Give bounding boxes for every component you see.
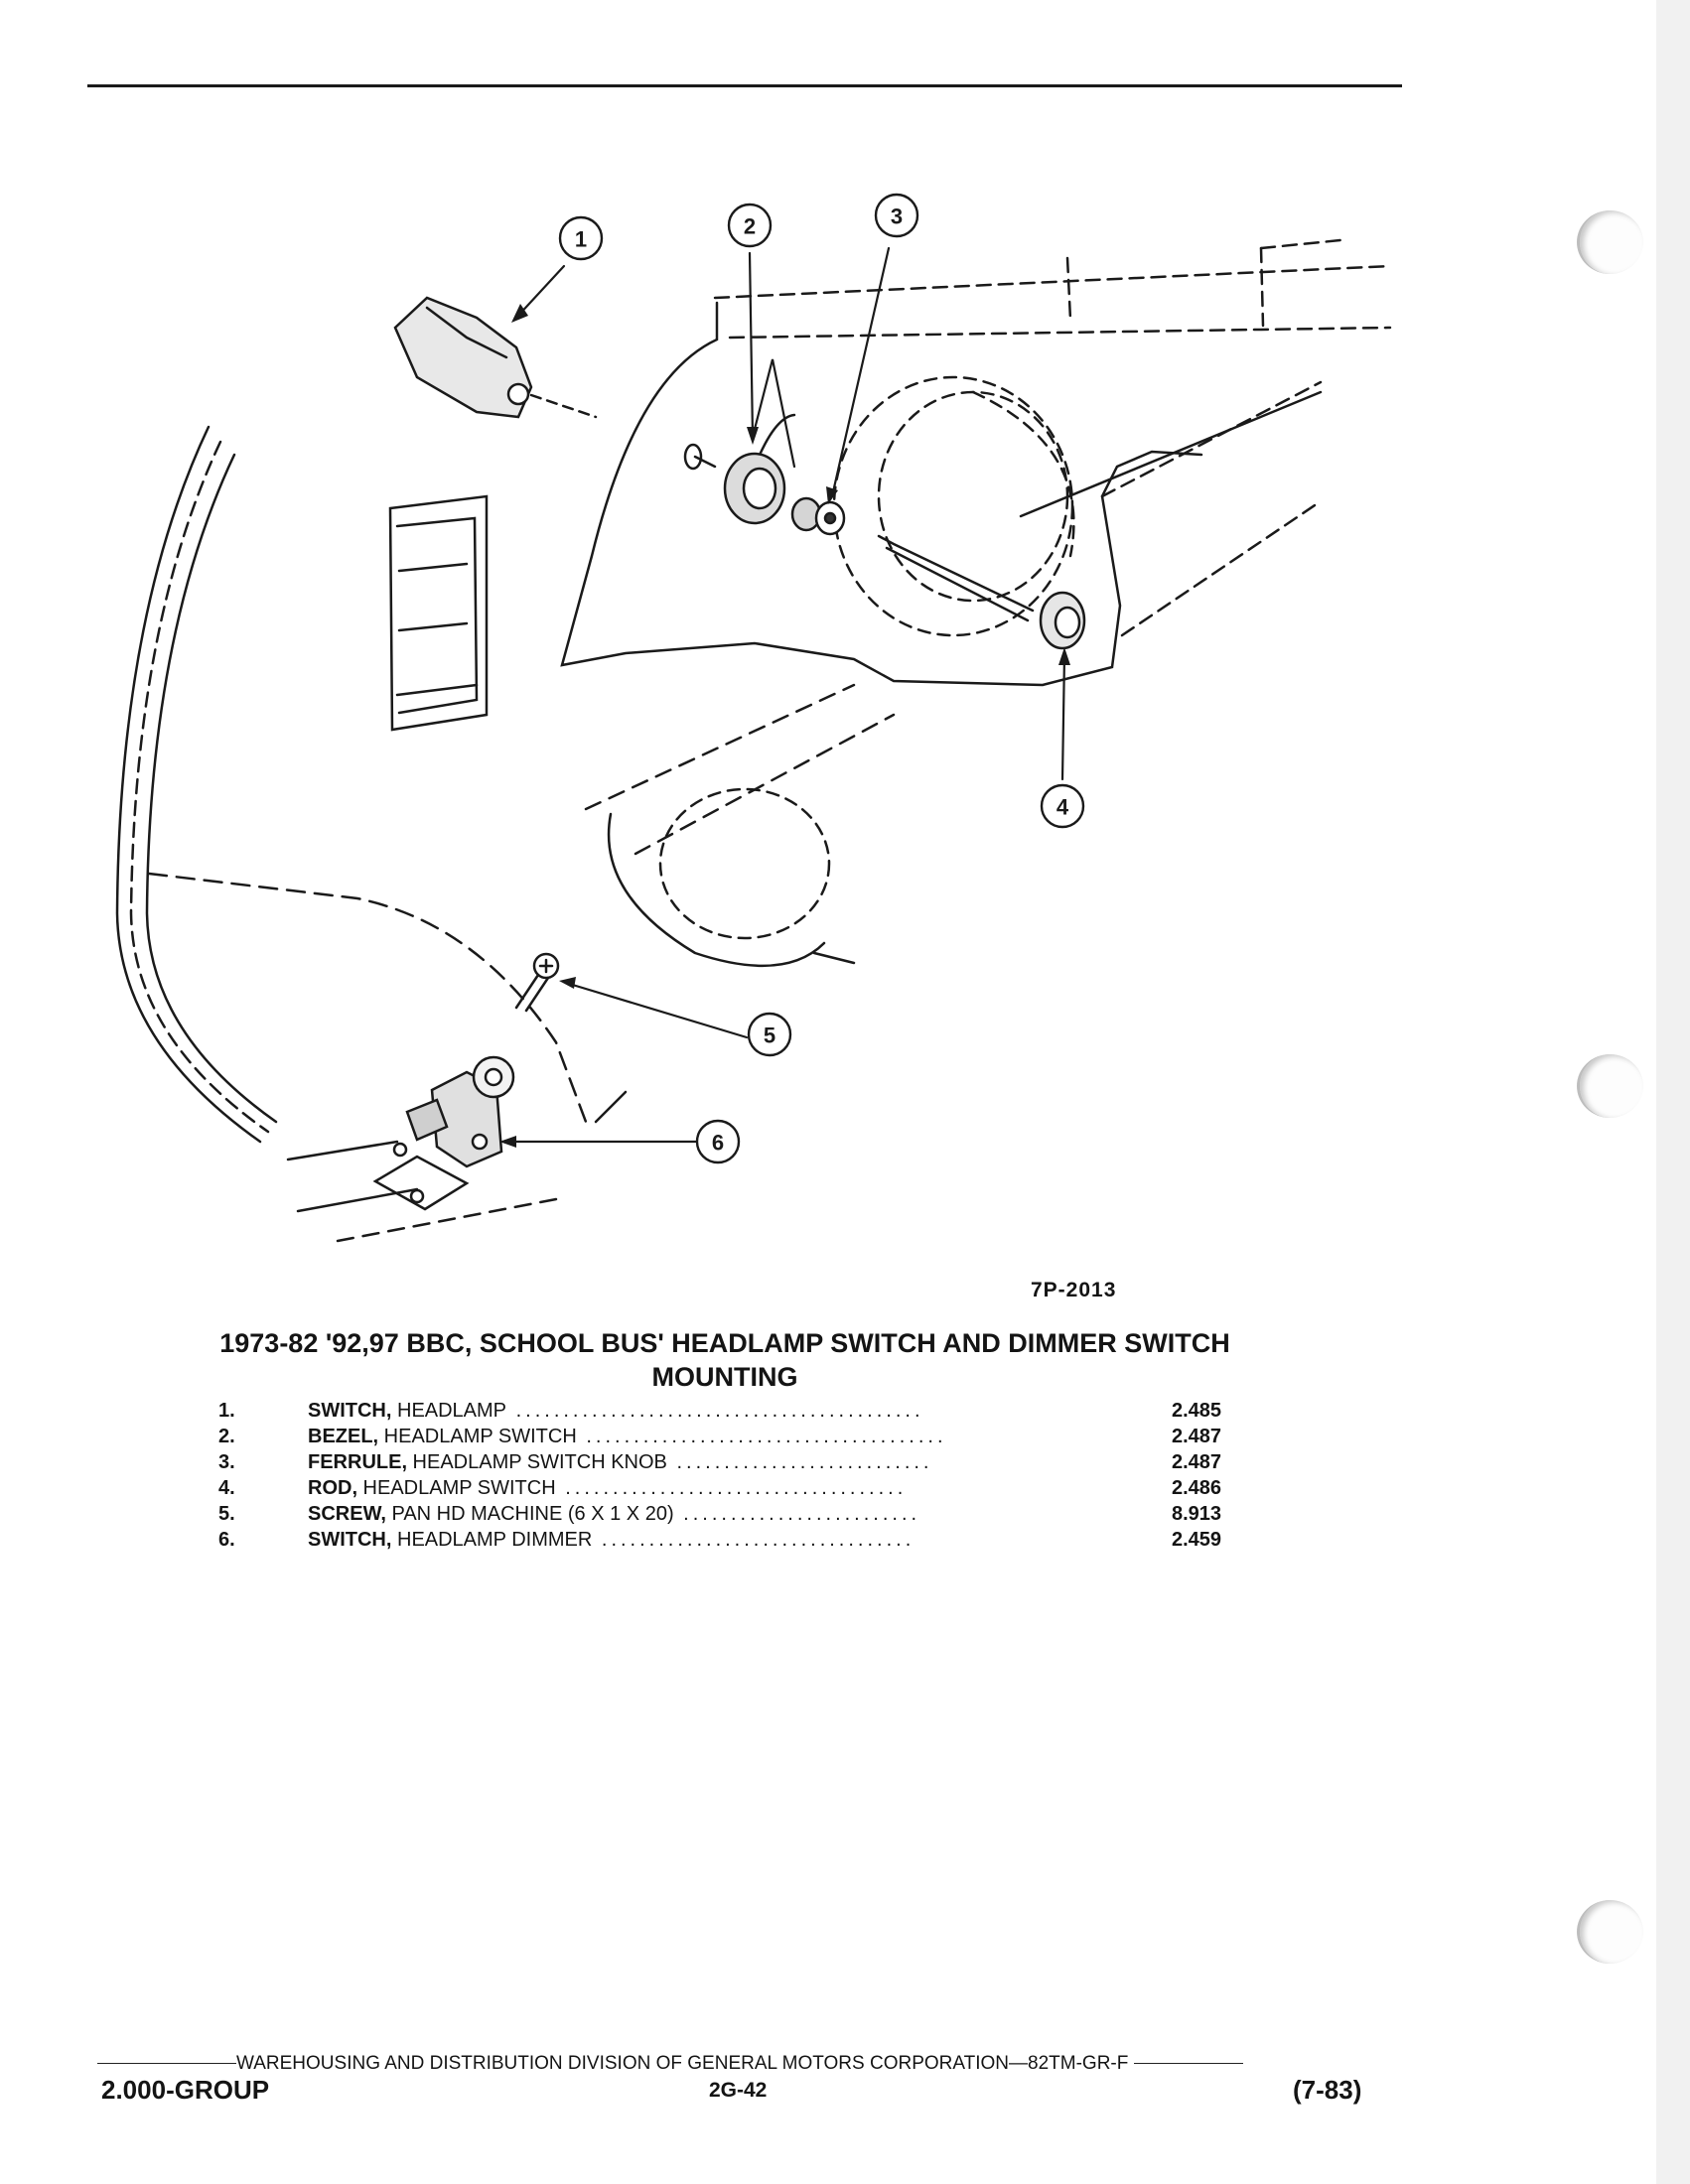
part-number: 5. (218, 1503, 235, 1525)
callout-4-circle (1040, 783, 1085, 829)
part-name: FERRULE, (308, 1451, 407, 1473)
top-rule (87, 84, 1402, 87)
part-detail: PAN HD MACHINE (6 X 1 X 20) (385, 1503, 674, 1525)
part-description: BEZEL, HEADLAMP SWITCH .................… (308, 1426, 1192, 1448)
leader-dots: ........................... (666, 1451, 933, 1473)
part-detail: HEADLAMP SWITCH (378, 1426, 577, 1447)
page-number: 2G-42 (709, 2079, 768, 2102)
part-number: 4. (218, 1477, 235, 1499)
parts-list-row: 6. SWITCH, HEADLAMP DIMMER .............… (216, 1529, 1249, 1555)
callout-5-label: 5 (764, 1024, 775, 1048)
part-description: SWITCH, HEADLAMP .......................… (308, 1400, 1192, 1423)
leader-lines (504, 246, 1066, 1144)
callout-6-label: 6 (712, 1131, 724, 1156)
part-name: SWITCH, (308, 1529, 392, 1551)
page-edge-shadow (1656, 0, 1690, 2184)
leader-arrowheads (499, 304, 1070, 1148)
part-group-number: 8.913 (1172, 1503, 1222, 1525)
dimmer-switch-part (372, 1055, 515, 1211)
part-description: ROD, HEADLAMP SWITCH ...................… (308, 1477, 1192, 1500)
callout-3-label: 3 (891, 205, 903, 229)
part-group-number: 2.486 (1172, 1477, 1222, 1499)
parts-list-row: 2. BEZEL, HEADLAMP SWITCH ..............… (216, 1426, 1249, 1451)
parts-list: 1. SWITCH, HEADLAMP ....................… (216, 1400, 1249, 1555)
exploded-view-illustration: 1 2 3 4 5 6 (115, 193, 1392, 1243)
footer-rule-right (1133, 2063, 1243, 2065)
ferrule-part (790, 496, 846, 536)
instrument-panel (560, 301, 1323, 687)
callout-1-label: 1 (575, 227, 587, 252)
part-detail: HEADLAMP SWITCH (357, 1477, 556, 1499)
leader-dots: ................................. (592, 1529, 915, 1551)
parts-list-row: 5. SCREW, PAN HD MACHINE (6 X 1 X 20) ..… (216, 1503, 1249, 1529)
callout-2-label: 2 (744, 214, 756, 239)
leader-dots: ...................................... (576, 1426, 947, 1447)
steering-wheel-hub (584, 683, 896, 968)
figure-code: 7P-2013 (1031, 1279, 1117, 1301)
leader-dots: ........................................… (506, 1400, 924, 1422)
figure-title-line-2: MOUNTING (651, 1362, 798, 1392)
steering-wheel-rim (115, 425, 278, 1144)
parts-list-row: 1. SWITCH, HEADLAMP ....................… (216, 1400, 1249, 1426)
headlamp-switch-part (393, 296, 598, 419)
part-number: 3. (218, 1451, 235, 1473)
revision-date: (7-83) (1293, 2075, 1362, 2105)
callout-circles (558, 193, 1085, 1164)
callout-3-circle (874, 193, 919, 238)
parts-list-row: 3. FERRULE, HEADLAMP SWITCH KNOB .......… (216, 1451, 1249, 1477)
steering-column (713, 238, 1392, 340)
part-group-number: 2.485 (1172, 1400, 1222, 1422)
callout-6-circle (695, 1119, 741, 1164)
part-description: FERRULE, HEADLAMP SWITCH KNOB ..........… (308, 1451, 1192, 1474)
part-name: SWITCH, (308, 1400, 392, 1422)
figure-title-line-1: 1973-82 '92,97 BBC, SCHOOL BUS' HEADLAMP… (219, 1328, 1230, 1358)
binder-hole-top (1577, 210, 1643, 274)
footer-rule-left (97, 2063, 236, 2065)
part-name: SCREW, (308, 1503, 386, 1525)
gauge-pod (832, 375, 1075, 637)
callout-2-circle (727, 203, 773, 248)
callout-5-circle (747, 1012, 792, 1057)
callout-4-label: 4 (1056, 795, 1069, 820)
part-number: 6. (218, 1529, 235, 1551)
part-number: 1. (218, 1400, 235, 1422)
part-detail: HEADLAMP SWITCH KNOB (407, 1451, 667, 1473)
part-group-number: 2.487 (1172, 1426, 1222, 1447)
group-label: 2.000-GROUP (101, 2075, 270, 2105)
part-name: ROD, (308, 1477, 357, 1499)
part-name: BEZEL, (308, 1426, 379, 1447)
screw-part (514, 952, 560, 1013)
part-description: SCREW, PAN HD MACHINE (6 X 1 X 20) .....… (308, 1503, 1192, 1526)
part-group-number: 2.459 (1172, 1529, 1222, 1551)
leader-dots: .................................... (555, 1477, 908, 1499)
floor-panel (147, 872, 628, 1243)
bezel-part (683, 443, 786, 525)
part-detail: HEADLAMP (391, 1400, 507, 1422)
binder-hole-middle (1577, 1054, 1643, 1118)
part-group-number: 2.487 (1172, 1451, 1222, 1473)
rod-and-knob-part (877, 534, 1086, 650)
footer-division-line: WAREHOUSING AND DISTRIBUTION DIVISION OF… (97, 2053, 1368, 2075)
leader-dots: ......................... (673, 1503, 921, 1525)
part-detail: HEADLAMP DIMMER (391, 1529, 593, 1551)
parts-list-row: 4. ROD, HEADLAMP SWITCH ................… (216, 1477, 1249, 1503)
footer-division-text: WAREHOUSING AND DISTRIBUTION DIVISION OF… (236, 2053, 1129, 2074)
side-grille-panel (388, 494, 489, 732)
part-description: SWITCH, HEADLAMP DIMMER ................… (308, 1529, 1192, 1552)
callout-1-circle (558, 215, 604, 261)
binder-hole-bottom (1577, 1900, 1643, 1964)
part-number: 2. (218, 1426, 235, 1447)
